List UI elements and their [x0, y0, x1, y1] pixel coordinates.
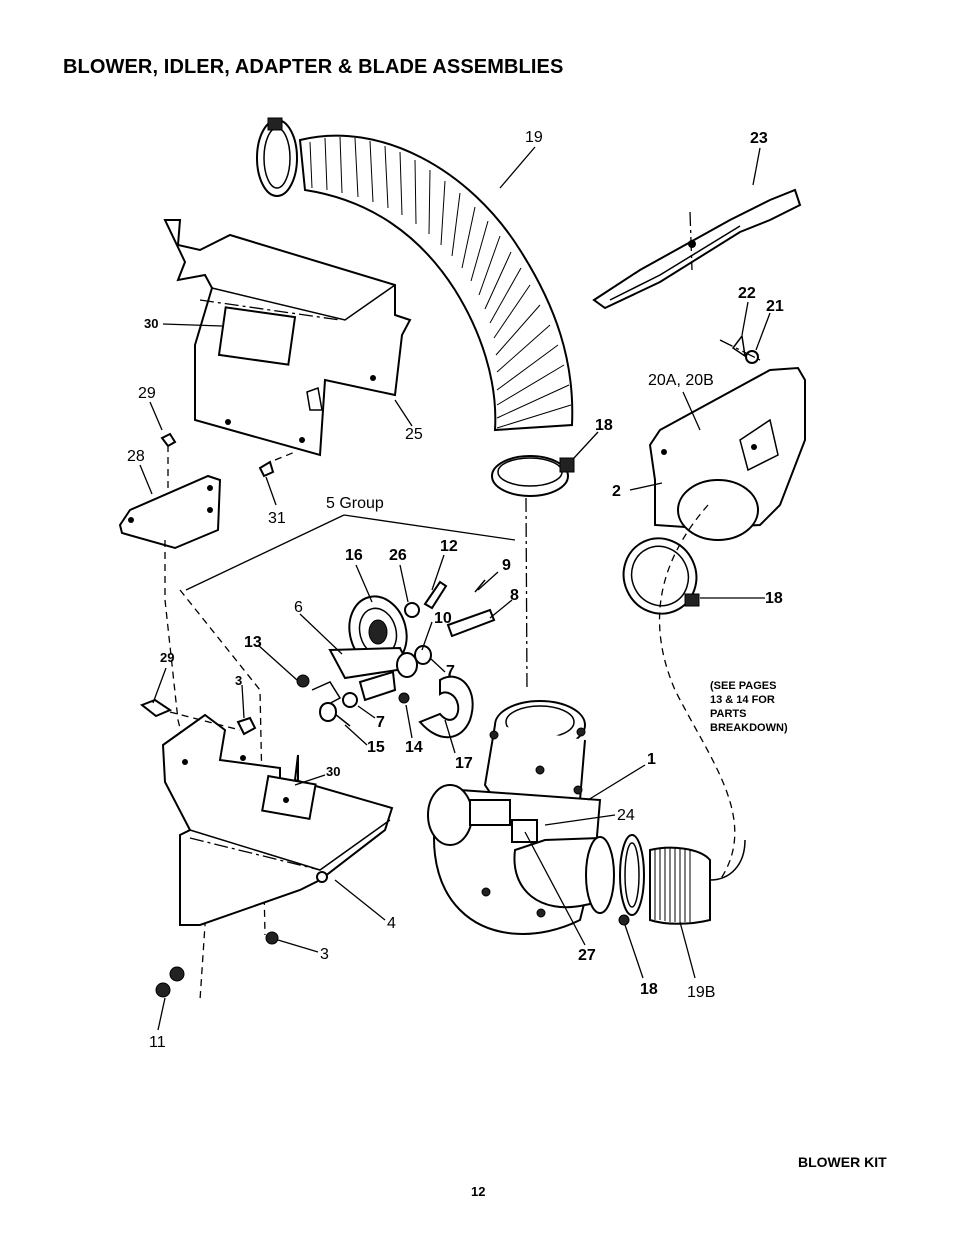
note-line: BREAKDOWN)	[710, 722, 788, 734]
label-9: 9	[502, 557, 511, 574]
label-20a-20b: 20A, 20B	[648, 372, 714, 389]
label-17: 17	[455, 755, 473, 772]
label-24: 24	[617, 807, 635, 824]
label-6: 6	[294, 599, 303, 616]
label-25: 25	[405, 426, 423, 443]
adapter-plate	[648, 366, 806, 541]
page-number: 12	[471, 1184, 486, 1199]
cover-panel	[163, 219, 412, 457]
label-30-top: 30	[144, 316, 158, 331]
label-18-right: 18	[765, 590, 783, 607]
bracket	[118, 474, 222, 550]
label-29-top: 29	[138, 385, 156, 402]
mounting-bracket	[161, 713, 394, 926]
label-19: 19	[525, 129, 543, 146]
note-line: (SEE PAGES	[710, 680, 777, 692]
label-30-bottom: 30	[326, 764, 340, 779]
clamp-icon	[491, 455, 575, 497]
label-3-bottom: 3	[320, 946, 329, 963]
label-31: 31	[268, 510, 286, 527]
label-13: 13	[244, 634, 262, 651]
clamp-icon	[256, 119, 298, 197]
label-14: 14	[405, 739, 423, 756]
label-1: 1	[647, 751, 656, 768]
label-7-right: 7	[446, 663, 455, 680]
blade-icon	[592, 188, 802, 310]
blower-housing-icon	[427, 700, 615, 935]
label-11: 11	[149, 1034, 166, 1051]
label-4: 4	[387, 915, 396, 932]
label-29-left: 29	[160, 650, 174, 665]
label-7-left: 7	[376, 714, 385, 731]
label-2: 2	[612, 483, 621, 500]
see-pages-note: (SEE PAGES 13 & 14 FOR PARTS BREAKDOWN)	[710, 679, 830, 735]
page-title: BLOWER, IDLER, ADAPTER & BLADE ASSEMBLIE…	[63, 56, 564, 78]
label-12: 12	[440, 538, 458, 555]
note-line: PARTS	[710, 708, 747, 720]
hose-icon	[649, 839, 746, 925]
label-5-group: 5 Group	[326, 495, 384, 512]
label-8: 8	[510, 587, 519, 604]
label-16: 16	[345, 547, 363, 564]
footer-kit-label: BLOWER KIT	[798, 1154, 887, 1170]
label-28: 28	[127, 448, 145, 465]
label-26: 26	[389, 547, 407, 564]
label-19b: 19B	[687, 984, 715, 1001]
label-3-left: 3	[235, 673, 242, 688]
hose-icon	[256, 117, 574, 432]
clamp-icon	[622, 537, 700, 615]
label-15: 15	[367, 739, 385, 756]
label-22: 22	[738, 285, 756, 302]
label-18-bottom: 18	[640, 981, 658, 998]
label-21: 21	[766, 298, 784, 315]
label-10: 10	[434, 610, 452, 627]
label-27: 27	[578, 947, 596, 964]
label-23: 23	[750, 130, 768, 147]
note-line: 13 & 14 FOR	[710, 694, 775, 706]
label-18-top: 18	[595, 417, 613, 434]
